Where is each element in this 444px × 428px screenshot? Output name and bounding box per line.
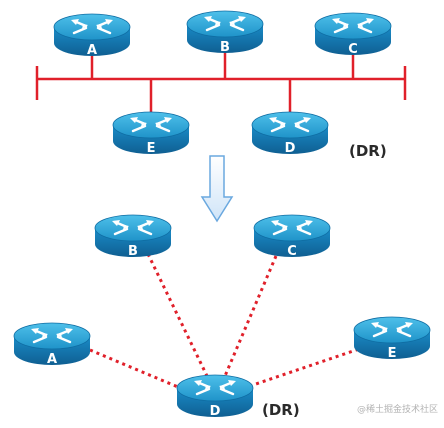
router-b: B (185, 9, 265, 55)
down-arrow-icon (200, 155, 234, 223)
router-c: C (313, 11, 393, 57)
router-e: E (111, 110, 191, 156)
dr-label-bottom: (DR) (262, 401, 300, 419)
router-label: C (348, 42, 358, 57)
router-label: D (210, 404, 221, 419)
dr-label-top: (DR) (349, 142, 387, 160)
router-label: B (220, 40, 230, 55)
router-a: A (52, 12, 132, 58)
router-label: E (147, 141, 156, 156)
link-c-d (223, 255, 278, 377)
broadcast-bus (35, 50, 407, 112)
router-b: B (93, 213, 173, 259)
router-a: A (12, 321, 92, 367)
link-a-d (89, 348, 179, 389)
router-c: C (252, 213, 332, 259)
link-b-d (146, 253, 209, 377)
watermark: @稀土掘金技术社区 (357, 403, 438, 415)
adjacency-links (89, 253, 366, 389)
router-label: E (388, 346, 397, 361)
router-label: A (47, 352, 57, 367)
router-e: E (352, 315, 432, 361)
router-label: C (287, 244, 297, 259)
router-d: D (250, 110, 330, 156)
bottom-diagram: B C A E D (DR) (12, 213, 432, 419)
top-diagram: A B C E D (DR) (35, 9, 407, 160)
router-label: D (285, 141, 296, 156)
router-label: B (128, 244, 138, 259)
link-e-d (249, 345, 366, 388)
router-d: D (175, 373, 255, 419)
router-label: A (87, 43, 97, 58)
